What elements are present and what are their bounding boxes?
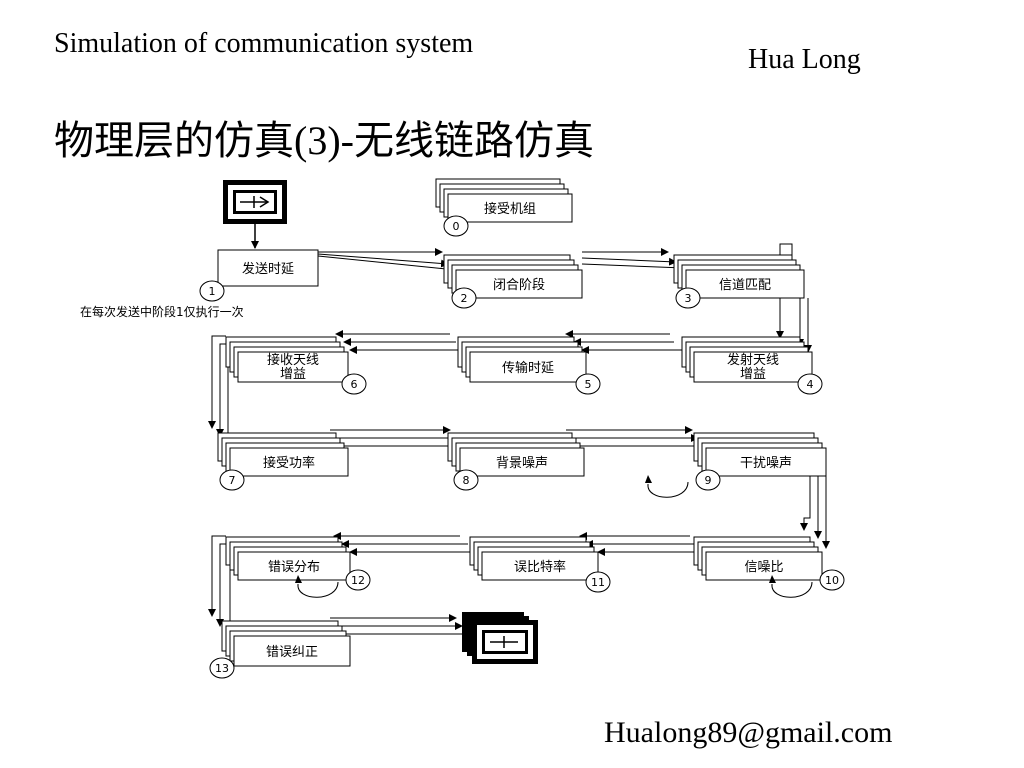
block-5: 传输时延 5	[457, 336, 601, 395]
block-label: 错误纠正	[266, 645, 318, 660]
block-box	[481, 551, 599, 581]
block-number-circle	[797, 373, 823, 395]
block-box	[685, 269, 805, 299]
block-number: 5	[585, 378, 592, 391]
block-number: 0	[453, 220, 460, 233]
block-number: 13	[215, 662, 229, 675]
block-box	[229, 447, 349, 477]
block-number-circle	[675, 287, 701, 309]
sink-icon	[462, 612, 538, 664]
block-label: 传输时延	[502, 360, 554, 376]
block-box	[469, 351, 587, 383]
generator-icon	[223, 180, 287, 224]
block-number-circle	[819, 569, 845, 591]
block-number-circle	[199, 280, 225, 302]
loop-arrow	[769, 575, 776, 583]
block-number-circle	[341, 373, 367, 395]
block-label: 接收天线	[267, 352, 319, 368]
block-number: 10	[825, 574, 839, 587]
block-label: 发射天线	[727, 352, 779, 368]
block-number: 12	[351, 574, 365, 587]
block-number: 4	[807, 378, 814, 391]
block-box	[217, 249, 319, 287]
block-9: 干扰噪声 9	[645, 432, 827, 498]
block-label: 闭合阶段	[493, 278, 545, 293]
block-7: 接受功率 7	[217, 432, 349, 491]
block-label: 接受功率	[263, 455, 315, 471]
course-title: Simulation of communication system	[54, 28, 474, 59]
block-box	[693, 351, 813, 383]
connector	[208, 335, 226, 429]
loop-arrow	[295, 575, 302, 583]
connector	[208, 535, 226, 617]
block-number-circle	[451, 287, 477, 309]
slide-heading: 物理层的仿真(3)-无线链路仿真	[54, 118, 594, 163]
block-box	[705, 447, 827, 477]
block-box	[237, 551, 351, 581]
block-number: 6	[351, 378, 358, 391]
block-number: 3	[685, 292, 692, 305]
block-number-circle	[443, 215, 469, 237]
block-box	[233, 635, 351, 667]
block-number-circle	[695, 469, 721, 491]
connector	[317, 253, 449, 268]
stage1-note: 在每次发送中阶段1仅执行一次	[80, 304, 244, 319]
block-11: 误比特率 11	[469, 536, 611, 593]
author-name: Hua Long	[748, 44, 861, 75]
block-number-circle	[585, 571, 611, 593]
block-number: 1	[209, 285, 216, 298]
block-0: 接受机组 0	[435, 178, 573, 237]
loop-arc	[771, 581, 813, 598]
block-label: 信噪比	[744, 560, 783, 575]
author-email: Hualong89@gmail.com	[604, 716, 893, 749]
block-3: 信道匹配 3	[673, 254, 805, 309]
block-number-circle	[575, 373, 601, 395]
block-label: 发送时延	[242, 261, 294, 277]
block-label: 增益	[280, 367, 306, 382]
block-box	[459, 447, 585, 477]
block-box	[705, 551, 823, 581]
connector	[581, 257, 677, 266]
block-label: 错误分布	[268, 560, 320, 575]
block-number-circle	[209, 657, 235, 679]
block-number: 2	[461, 292, 468, 305]
block-label: 信道匹配	[719, 278, 771, 293]
block-number: 7	[229, 474, 236, 487]
block-label: 干扰噪声	[740, 456, 792, 471]
block-8: 背景噪声 8	[447, 432, 585, 491]
block-number: 9	[705, 474, 712, 487]
block-box	[447, 193, 573, 223]
block-number: 8	[463, 474, 470, 487]
block-10: 信噪比 10	[693, 536, 845, 598]
block-label: 增益	[740, 367, 766, 382]
block-number-circle	[345, 569, 371, 591]
block-label: 误比特率	[514, 559, 566, 575]
block-box	[237, 351, 349, 383]
block-13: 错误纠正 13	[209, 620, 351, 679]
block-number-circle	[219, 469, 245, 491]
block-1: 发送时延 1	[199, 249, 319, 302]
connector	[800, 476, 811, 531]
block-number: 11	[591, 576, 605, 589]
block-label: 背景噪声	[496, 456, 548, 471]
connector	[317, 255, 457, 274]
connector	[581, 263, 685, 272]
block-2: 闭合阶段 2	[443, 254, 583, 309]
block-number-circle	[453, 469, 479, 491]
loop-arc	[297, 581, 339, 598]
loop-arc	[647, 481, 689, 498]
block-label: 接受机组	[484, 201, 536, 217]
loop-arrow	[645, 475, 652, 483]
block-12: 错误分布 12	[225, 536, 371, 598]
block-box	[455, 269, 583, 299]
